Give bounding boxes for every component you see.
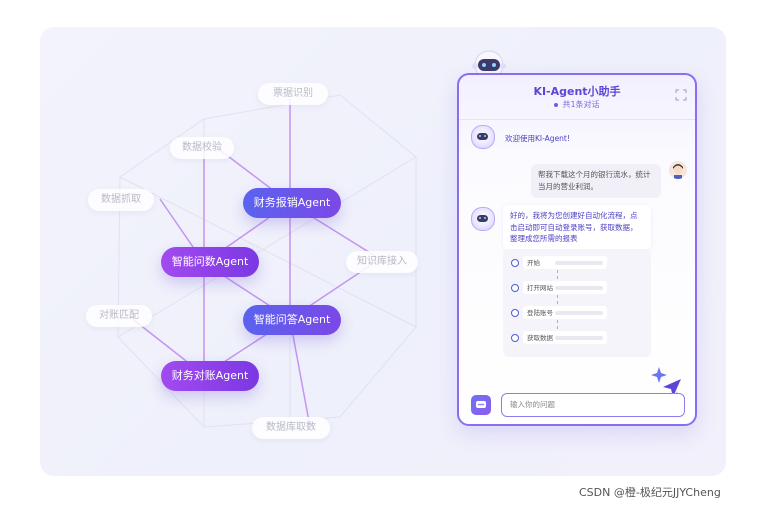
capability-reconciliation: 对账匹配 bbox=[86, 305, 152, 327]
assistant-title: KI-Agent小助手 bbox=[533, 85, 621, 98]
user-avatar-icon bbox=[669, 161, 687, 179]
user-message: 帮我下载这个月的银行流水，统计当月的营业利润。 bbox=[531, 164, 661, 198]
expand-icon[interactable] bbox=[675, 89, 687, 101]
header-divider bbox=[459, 119, 695, 120]
conversation-count: 共1条对话 bbox=[459, 99, 695, 110]
agent-data-query[interactable]: 智能问数Agent bbox=[161, 247, 259, 277]
capability-invoice-recognition: 票据识别 bbox=[258, 83, 328, 105]
chat-icon[interactable] bbox=[471, 395, 491, 415]
assistant-chat-panel: KI-Agent小助手 共1条对话 欢迎使用KI-Agent! 帮我下载这个月的… bbox=[457, 73, 697, 426]
capability-knowledge-base: 知识库接入 bbox=[346, 251, 418, 273]
bot-reply: 好的，我将为您创建好自动化流程，点击启动即可自动登录账号，获取数据，整理成您所需… bbox=[503, 205, 651, 250]
agent-qa[interactable]: 智能问答Agent bbox=[243, 305, 341, 335]
capability-data-crawling: 数据抓取 bbox=[88, 189, 154, 211]
question-input[interactable]: 输入你的问题 bbox=[501, 393, 685, 417]
capability-data-validation: 数据校验 bbox=[170, 137, 234, 159]
watermark: CSDN @橙-极纪元JJYCheng bbox=[579, 486, 721, 499]
workflow-steps: 开始 打开网站 登陆账号 获取数据 bbox=[503, 249, 651, 357]
bot-avatar-icon bbox=[471, 125, 495, 149]
welcome-message: 欢迎使用KI-Agent! bbox=[505, 134, 570, 143]
agent-reconciliation[interactable]: 财务对账Agent bbox=[161, 361, 259, 391]
bot-avatar-icon bbox=[471, 207, 495, 231]
capability-db-query: 数据库取数 bbox=[252, 417, 330, 439]
agent-expense-reimbursement[interactable]: 财务报销Agent bbox=[243, 188, 341, 218]
